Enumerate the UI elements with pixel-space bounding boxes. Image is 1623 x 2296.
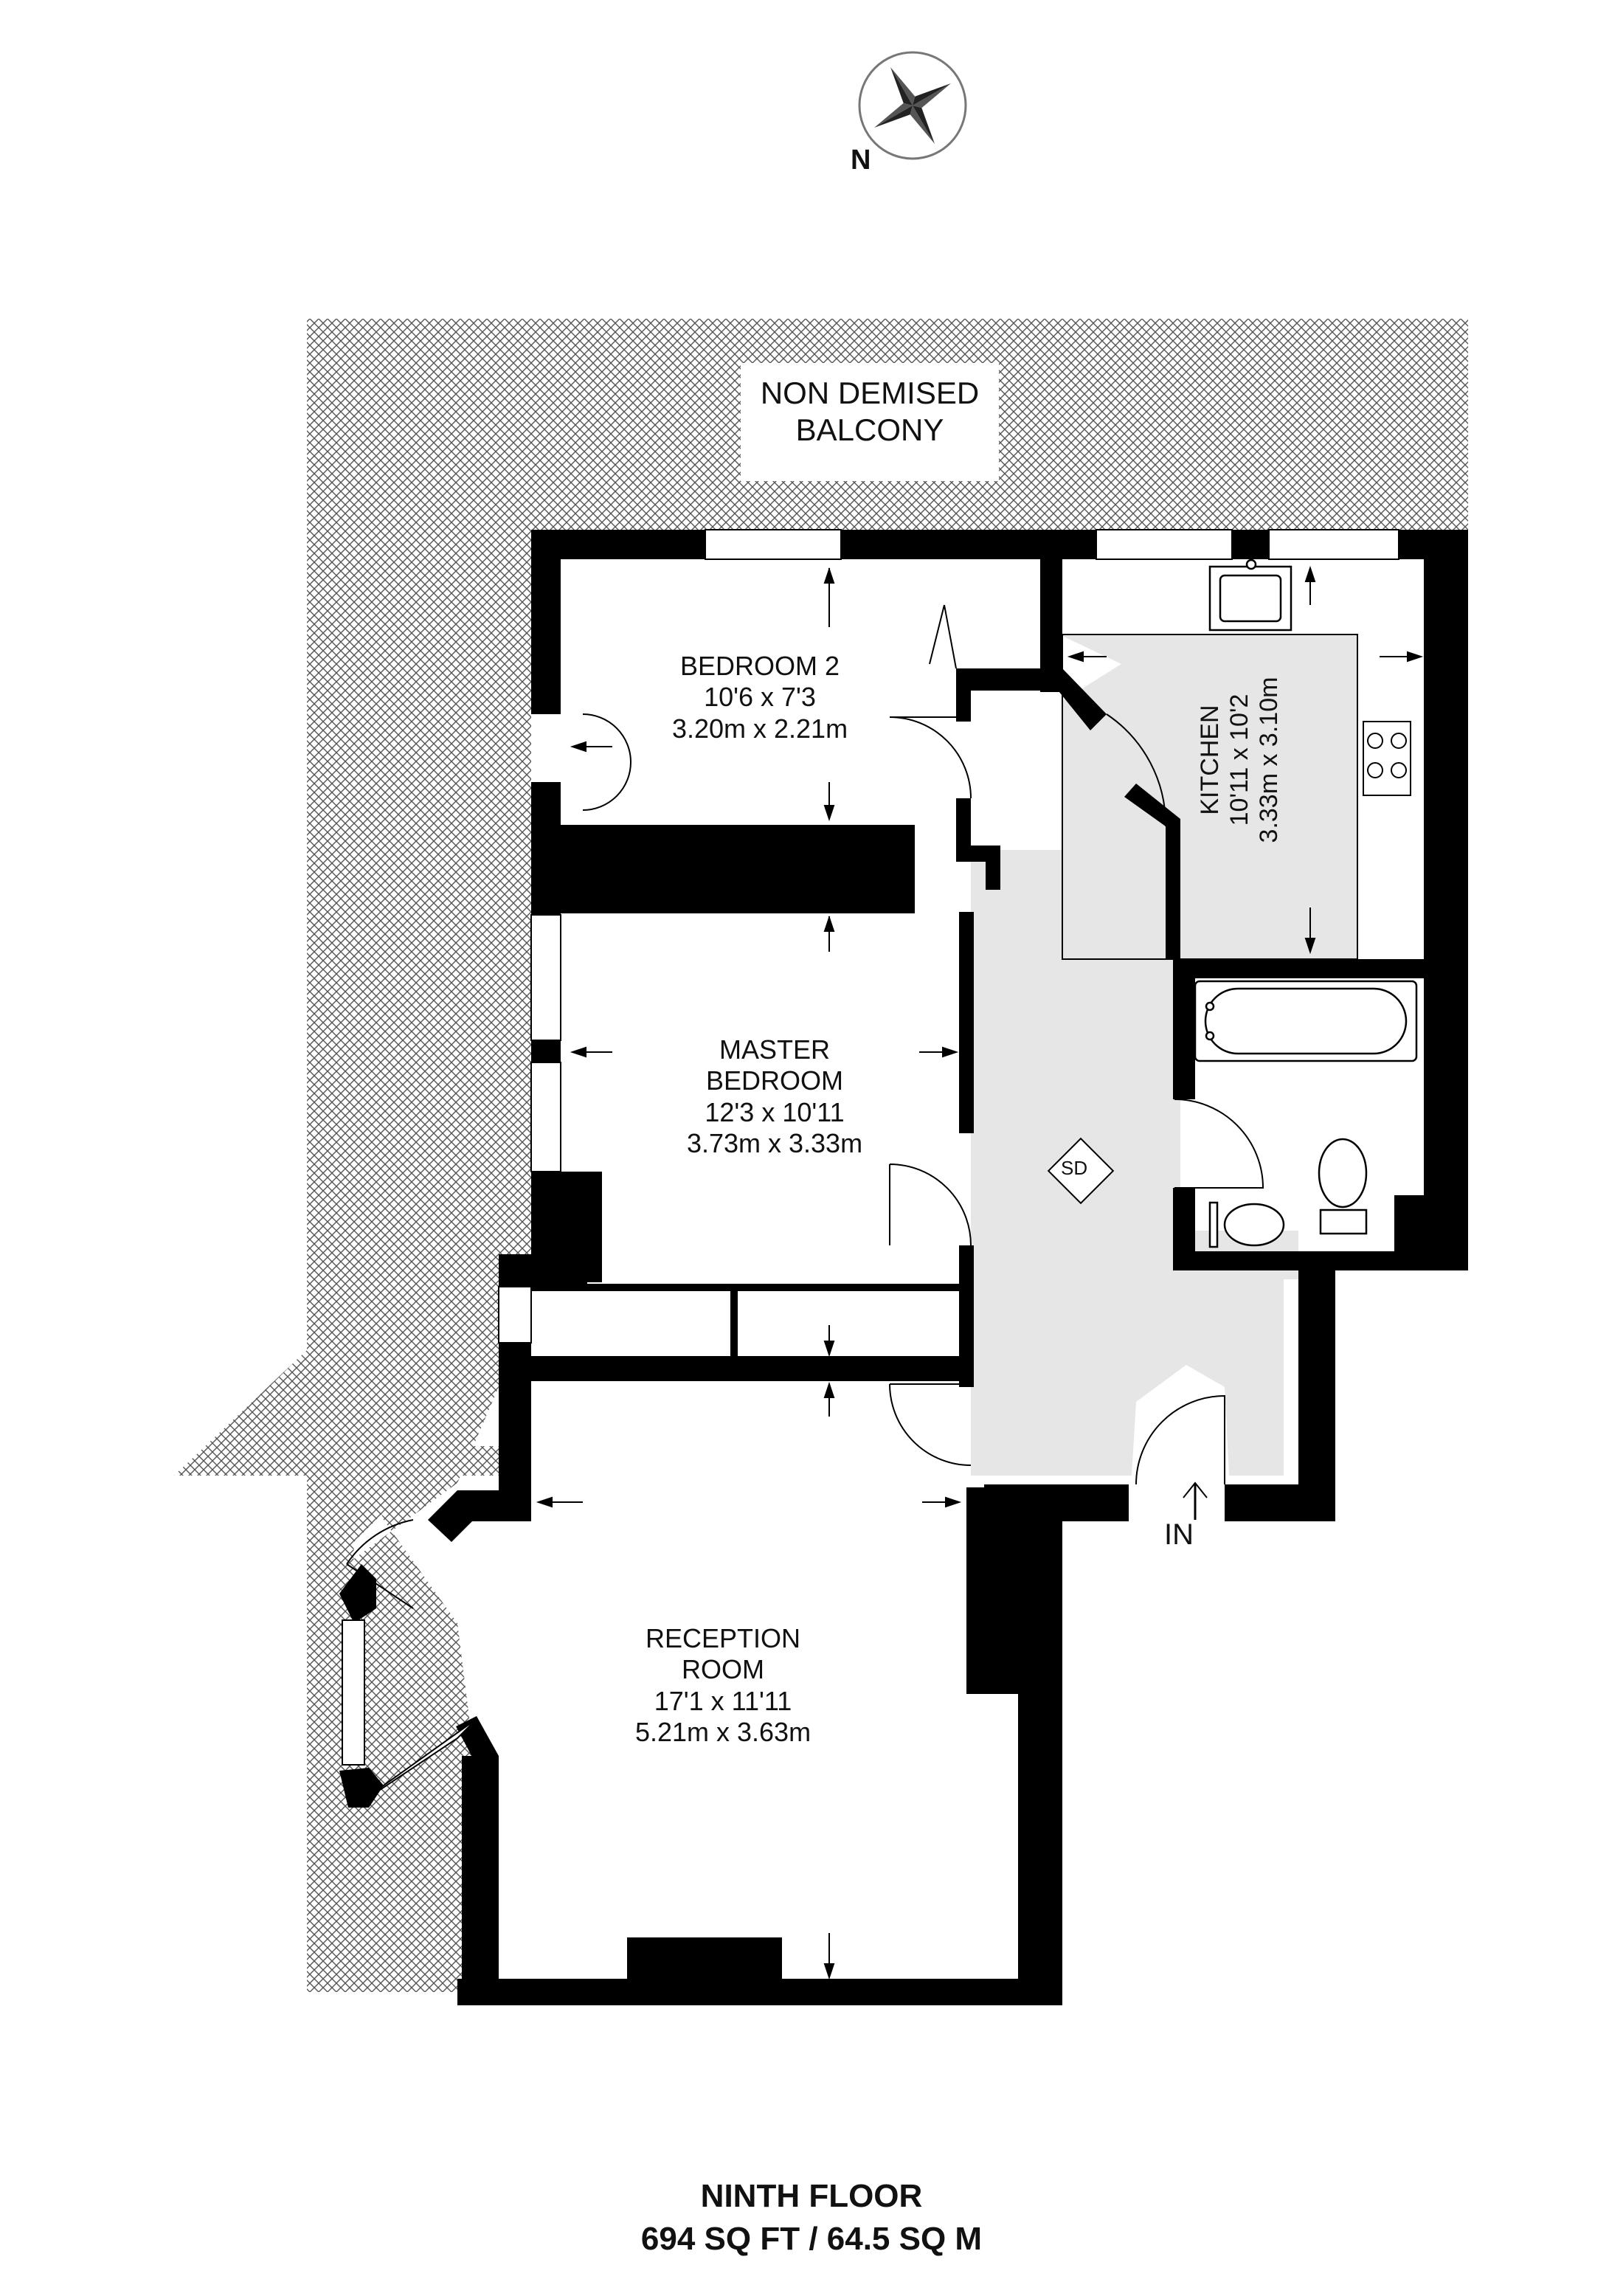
master-name2: BEDROOM (705, 1065, 843, 1096)
hallway-floor (971, 664, 1298, 1476)
reception-metric: 5.21m x 3.63m (634, 1717, 812, 1748)
balcony-label: NON DEMISED BALCONY (741, 375, 999, 448)
windows (342, 529, 1399, 1801)
bedroom2-name: BEDROOM 2 (679, 651, 840, 681)
smoke-detector-marker (1047, 1137, 1115, 1205)
kitchen-name: KITCHEN (1196, 705, 1224, 815)
compass-north-label: N (851, 145, 871, 176)
balcony-label-line1: NON DEMISED (760, 376, 980, 410)
smoke-detector-label: SD (1061, 1157, 1088, 1179)
kitchen-fixtures (1062, 634, 1411, 960)
compass-rose (858, 51, 967, 160)
reception-name2: ROOM (682, 1654, 764, 1685)
kitchen-floor (1059, 634, 1357, 959)
kitchen-metric: 3.33m x 3.10m (1255, 677, 1284, 843)
reception-name1: RECEPTION (645, 1623, 801, 1653)
bedroom2-metric: 3.20m x 2.21m (671, 713, 848, 744)
walls (339, 530, 1468, 2005)
balcony-label-box: NON DEMISED BALCONY (741, 363, 999, 481)
balcony-label-line2: BALCONY (795, 412, 944, 447)
bedroom2-label: BEDROOM 2 10'6 x 7'3 3.20m x 2.21m (634, 651, 885, 744)
master-bedroom-label: MASTER BEDROOM 12'3 x 10'11 3.73m x 3.33… (649, 1034, 900, 1160)
reception-label: RECEPTION ROOM 17'1 x 11'11 5.21m x 3.63… (598, 1623, 848, 1749)
floor-area: 694 SQ FT / 64.5 SQ M (640, 2221, 983, 2257)
master-name1: MASTER (719, 1034, 830, 1065)
master-imperial: 12'3 x 10'11 (705, 1096, 845, 1127)
entrance-label: IN (1164, 1518, 1194, 1551)
bathroom-fixtures (1194, 559, 1418, 1248)
balcony-area-left (174, 319, 531, 2007)
door-swings (346, 604, 1264, 1609)
kitchen-label: KITCHEN 10'11 x 10'2 3.33m x 3.10m (1195, 627, 1284, 893)
bedroom2-imperial: 10'6 x 7'3 (704, 682, 816, 713)
floor-title: NINTH FLOOR (700, 2178, 923, 2214)
dimension-arrows (536, 565, 1424, 1980)
reception-imperial: 17'1 x 11'11 (654, 1685, 792, 1716)
kitchen-imperial: 10'11 x 10'2 (1225, 694, 1254, 826)
master-metric: 3.73m x 3.33m (686, 1128, 863, 1159)
